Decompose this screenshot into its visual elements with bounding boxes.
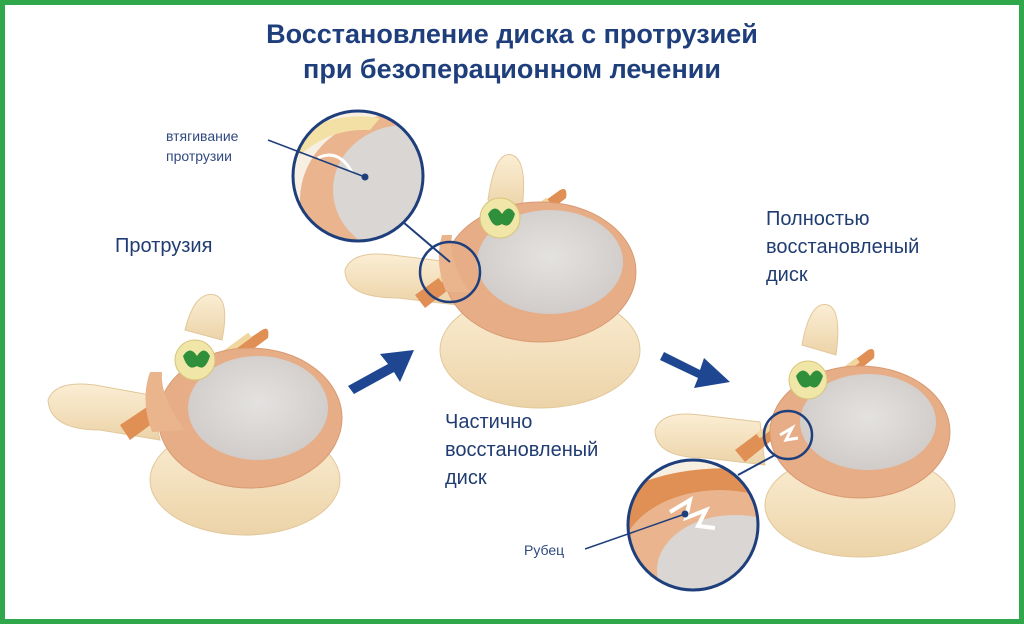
magnifier-scar — [584, 409, 814, 592]
page-title-line-2: при безоперационном лечении — [303, 54, 721, 84]
magnifier-retraction — [267, 109, 482, 304]
vertebra-protrusion — [47, 293, 343, 536]
label-retraction-line-2: протрузии — [166, 148, 232, 164]
vertebra-full — [654, 304, 956, 558]
page-title-line-1: Восстановление диска с протрузией — [266, 19, 758, 49]
label-protrusion: Протрузия — [115, 235, 213, 257]
label-partial-line-2: восстановленый — [445, 439, 599, 461]
label-full-line-3: диск — [766, 264, 808, 286]
label-full-line-1: Полностью — [766, 208, 870, 230]
label-partial-line-3: диск — [445, 467, 487, 489]
label-full-line-2: восстановленый — [766, 236, 920, 258]
arrow-right-icon — [348, 350, 414, 394]
label-retraction-line-1: втягивание — [166, 128, 239, 144]
arrow-down-right-icon — [660, 352, 730, 388]
label-scar: Рубец — [524, 542, 565, 558]
vertebra-partial — [344, 154, 641, 409]
label-partial-line-1: Частично — [445, 411, 533, 433]
